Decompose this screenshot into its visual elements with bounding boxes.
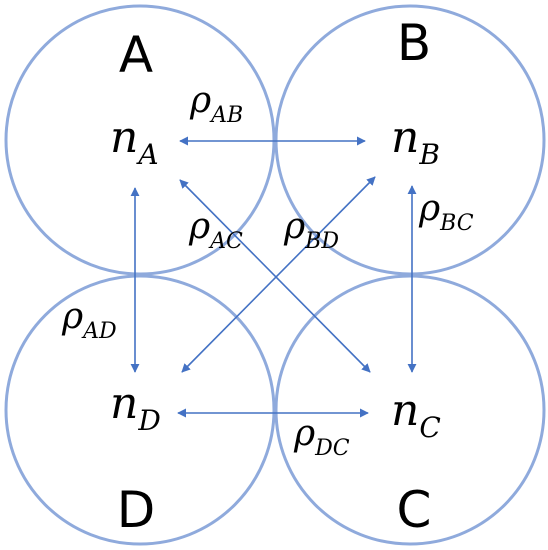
rho-bd-sub: BD xyxy=(304,229,339,254)
rho-ab-sub: AB xyxy=(209,103,243,128)
group-label-d: D xyxy=(117,481,156,539)
node-nb-base: n xyxy=(391,112,419,163)
node-label-nc: nC xyxy=(391,385,441,444)
edge-label-rho-bd: ρBD xyxy=(283,206,339,254)
edge-label-rho-dc: ρDC xyxy=(293,413,350,461)
rho-ad-sub: AD xyxy=(81,319,117,344)
node-nd-base: n xyxy=(110,378,138,429)
rho-ab-base: ρ xyxy=(189,80,211,121)
arrow-b-d xyxy=(181,176,376,373)
edge-label-rho-ad: ρAD xyxy=(61,296,117,344)
node-label-nd: nD xyxy=(110,378,161,437)
rho-dc-base: ρ xyxy=(293,413,315,454)
node-na-sub: A xyxy=(135,138,158,171)
edge-label-rho-ac: ρAC xyxy=(188,206,243,254)
rho-bc-base: ρ xyxy=(418,188,440,229)
node-na-base: n xyxy=(110,112,138,163)
rho-bd-base: ρ xyxy=(283,206,305,247)
edge-label-rho-bc: ρBC xyxy=(418,188,474,236)
rho-ac-sub: AC xyxy=(208,229,243,254)
group-label-b: B xyxy=(397,14,431,72)
node-nb-sub: B xyxy=(418,138,440,171)
node-nd-sub: D xyxy=(137,404,160,437)
node-label-nb: nB xyxy=(391,112,440,171)
edge-label-rho-ab: ρAB xyxy=(189,80,243,128)
rho-dc-sub: DC xyxy=(314,436,350,461)
rho-ac-base: ρ xyxy=(188,206,210,247)
group-label-a: A xyxy=(119,26,153,84)
rho-bc-sub: BC xyxy=(439,211,474,236)
rho-ad-base: ρ xyxy=(61,296,83,337)
group-label-c: C xyxy=(397,481,432,539)
node-nc-sub: C xyxy=(419,411,440,444)
node-label-na: nA xyxy=(110,112,159,171)
node-nc-base: n xyxy=(391,385,419,436)
